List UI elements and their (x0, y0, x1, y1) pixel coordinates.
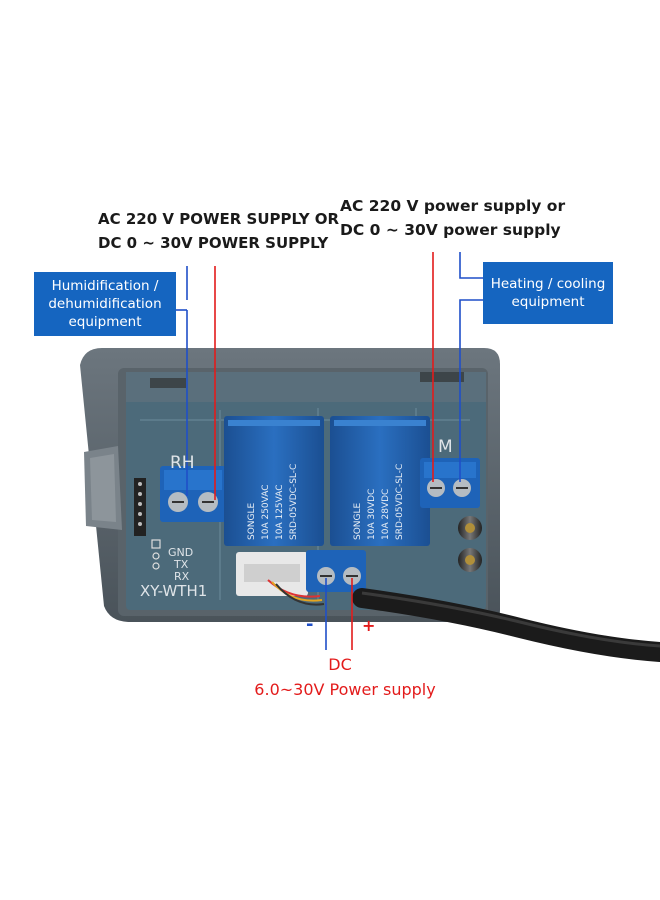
heat-box-line2: equipment (511, 294, 585, 310)
humid-box-line2: dehumidification (48, 296, 162, 312)
model-label: XY-WTH1 (140, 582, 207, 600)
relay-left-rating2: 10A 125VAC (275, 484, 285, 540)
relay-left (224, 416, 324, 546)
callout-lines (176, 252, 483, 650)
humidification-box: Humidification / dehumidification equipm… (34, 272, 176, 336)
plus-sign: + (362, 616, 376, 635)
relay-left-brand: SONGLE (247, 502, 257, 540)
humid-box-line3: equipment (68, 314, 142, 330)
terminal-dc (306, 550, 366, 592)
relay-right-rating1: 10A 30VDC (367, 489, 377, 540)
pin-gnd-label: GND (168, 546, 193, 559)
right-supply-line1: AC 220 V power supply or (340, 197, 566, 215)
heat-box-line1: Heating / cooling (490, 276, 606, 292)
relay-right-rating2: 10A 28VDC (381, 489, 391, 540)
relay-left-rating1: 10A 250VAC (261, 484, 271, 540)
minus-sign: - (306, 614, 314, 635)
right-supply-line2: DC 0 ~ 30V power supply (340, 221, 561, 239)
relay-right (330, 416, 430, 546)
capacitors (458, 516, 482, 572)
left-supply-line2: DC 0 ~ 30V POWER SUPPLY (98, 234, 329, 252)
terminal-m (420, 458, 480, 508)
rh-label: RH (170, 453, 195, 473)
pin-tx-label: TX (173, 558, 189, 571)
sensor-cable (352, 588, 660, 662)
sensor-wires (267, 579, 325, 606)
humid-box-line1: Humidification / (51, 278, 159, 294)
pin-header (134, 478, 161, 570)
relay-left-model: SRD-05VDC-SL-C (289, 464, 299, 540)
dc-range-label: 6.0~30V Power supply (254, 680, 436, 699)
dc-label: DC (328, 655, 352, 674)
pin-rx-label: RX (174, 570, 190, 583)
m-label: M (438, 437, 453, 457)
relay-right-model: SRD-05VDC-SL-C (395, 464, 405, 540)
left-supply-line1: AC 220 V POWER SUPPLY OR (98, 210, 340, 228)
terminal-rh (160, 466, 226, 522)
relay-right-brand: SONGLE (353, 502, 363, 540)
heating-box: Heating / cooling equipment (483, 262, 613, 324)
sensor-connector (236, 552, 308, 596)
